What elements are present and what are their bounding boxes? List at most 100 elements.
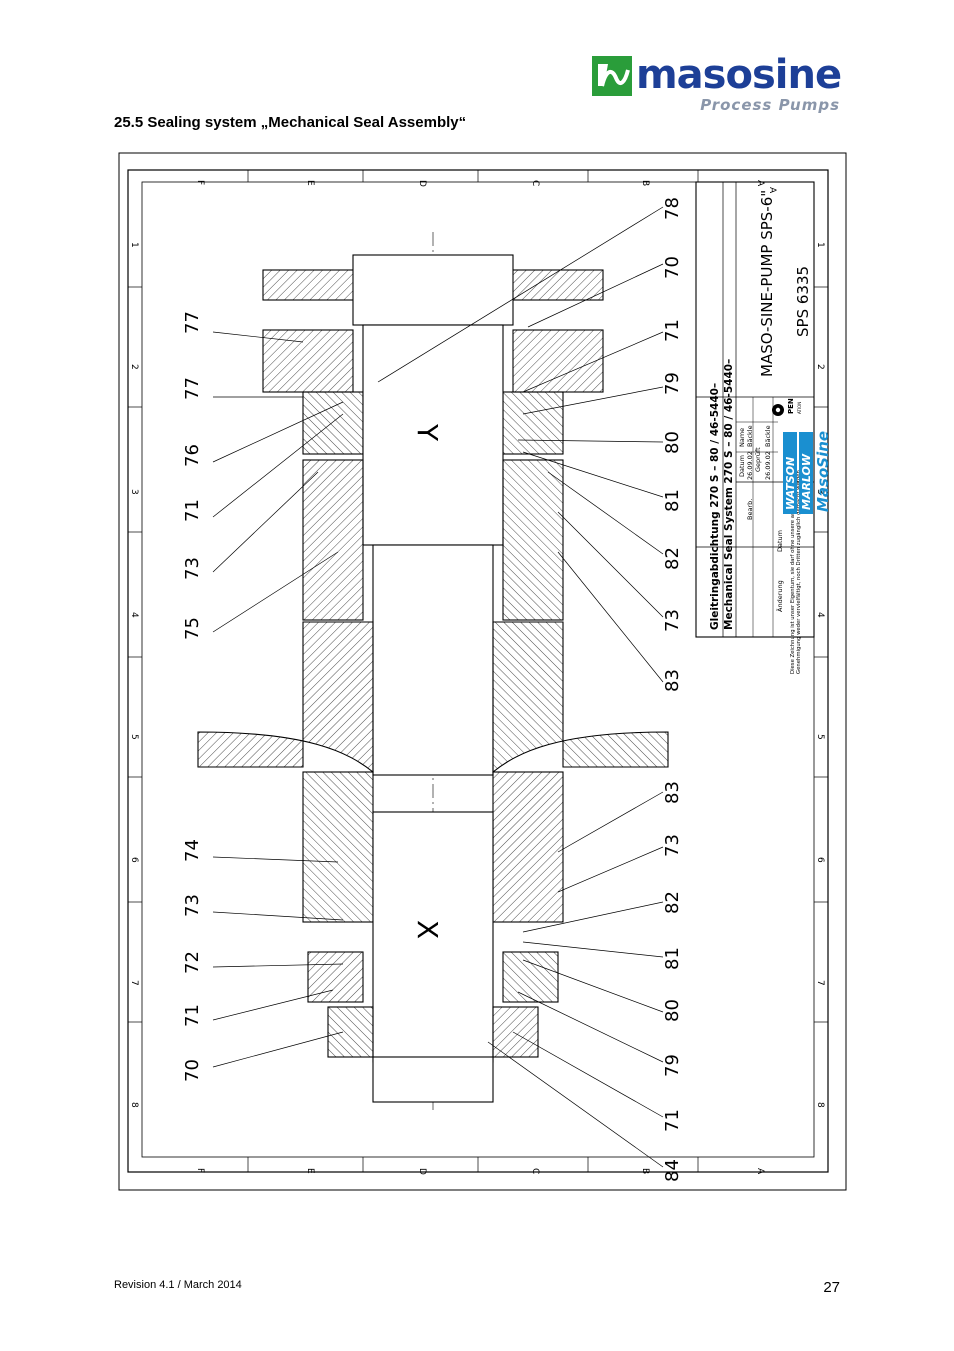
rotor-blades xyxy=(197,621,669,774)
title-de: Gleitringabdichtung 270 S – 80 / 46-5440… xyxy=(709,383,721,630)
bearb-date: 26.09.02 xyxy=(746,451,754,480)
section-x-label: X xyxy=(411,920,444,939)
part-number: 70 xyxy=(662,256,683,279)
name-label: Name xyxy=(738,428,746,447)
zone-number: 2 xyxy=(815,364,825,370)
masosine-logo: masosine Process Pumps xyxy=(592,52,842,118)
part-number: 73 xyxy=(662,834,683,857)
zone-letter: A xyxy=(755,180,765,187)
gepruft-name: Bäckle xyxy=(764,425,772,447)
part-number: 74 xyxy=(182,839,203,862)
zone-numbers-right: 1 2 3 4 5 6 7 8 xyxy=(815,242,825,1108)
brand-watson: WATSON xyxy=(784,457,797,510)
zone-number: 3 xyxy=(129,489,139,495)
part-number: 80 xyxy=(662,999,683,1022)
part-number: 81 xyxy=(662,489,683,512)
part-number: 83 xyxy=(662,781,683,804)
title-block: Gleitringabdichtung 270 S – 80 / 46-5440… xyxy=(695,181,832,674)
brand-marlow: MARLOW xyxy=(800,453,813,510)
zone-letter: D xyxy=(417,180,427,187)
part-number: 79 xyxy=(662,1054,683,1077)
pen-mark-subtext: ATION xyxy=(797,402,802,414)
part-number: 84 xyxy=(662,1159,683,1182)
product-name: MASO-SINE-PUMP SPS-6" xyxy=(758,190,776,377)
right-body-upper xyxy=(502,459,564,621)
part-number: 79 xyxy=(662,372,683,395)
part-number: 77 xyxy=(182,377,203,400)
shaft-core xyxy=(372,544,494,776)
pen-mark-text: PEN xyxy=(787,398,795,414)
zone-number: 1 xyxy=(129,242,139,248)
leader-lines xyxy=(212,206,664,1168)
anderung-label: Änderung xyxy=(775,580,784,612)
datum-label: Datum xyxy=(738,455,746,477)
part-number: 70 xyxy=(182,1059,203,1082)
zone-number: 4 xyxy=(129,612,139,618)
zone-number: 7 xyxy=(815,980,825,986)
part-number: 81 xyxy=(662,947,683,970)
part-number: 80 xyxy=(662,431,683,454)
masosine-logo-icon xyxy=(592,56,632,96)
outer-frame xyxy=(118,152,847,1191)
zone-number: 6 xyxy=(815,857,825,863)
gepruft-date: 26.09.02 xyxy=(764,451,772,480)
part-number: 83 xyxy=(662,669,683,692)
zone-letter: C xyxy=(530,1168,540,1174)
part-number: 71 xyxy=(182,1004,203,1027)
zone-letter: C xyxy=(530,180,540,186)
zone-letters-bottom: F E D C B A xyxy=(195,1168,765,1175)
watson-marlow-masosine-mark: WATSON MARLOW MasoSine xyxy=(783,431,832,514)
zone-number: 5 xyxy=(815,734,825,740)
part-number: 73 xyxy=(182,557,203,580)
pen-mark: PEN ATION xyxy=(772,398,802,416)
revision-letter: A xyxy=(767,187,777,194)
section-y-label: Y xyxy=(411,423,444,442)
zone-number: 5 xyxy=(129,734,139,740)
zone-numbers-left: 1 2 3 4 5 6 7 8 xyxy=(129,242,139,1108)
bearb-name: Bäckle xyxy=(746,425,754,447)
left-body-lower xyxy=(302,771,374,923)
part-number: 78 xyxy=(662,197,683,220)
left-body-upper xyxy=(302,459,364,621)
part-number: 82 xyxy=(662,547,683,570)
zone-letters-top: F E D C B A xyxy=(195,180,765,187)
zone-letter: B xyxy=(640,1168,650,1174)
right-lower-gland xyxy=(502,951,559,1003)
zone-number: 2 xyxy=(129,364,139,370)
zone-number: 6 xyxy=(129,857,139,863)
part-number: 82 xyxy=(662,891,683,914)
zone-letter: B xyxy=(640,180,650,186)
zone-letter: F xyxy=(195,180,205,185)
zone-letter: F xyxy=(195,1168,205,1173)
page-number: 27 xyxy=(823,1279,840,1296)
section-letters: Y X xyxy=(411,423,444,939)
right-lower-cap xyxy=(492,1006,539,1058)
revision-footer: Revision 4.1 / March 2014 xyxy=(114,1279,242,1291)
part-number: 73 xyxy=(662,609,683,632)
left-seal-housing xyxy=(302,391,364,455)
part-number: 77 xyxy=(182,311,203,334)
lower-assembly xyxy=(302,771,564,1103)
logo-tagline: Process Pumps xyxy=(700,96,840,114)
zone-number: 1 xyxy=(815,242,825,248)
zone-number: 8 xyxy=(815,1102,825,1108)
shaft-bottom xyxy=(372,1056,494,1103)
zone-number: 7 xyxy=(129,980,139,986)
part-number: 71 xyxy=(662,319,683,342)
logo-wordmark: masosine xyxy=(636,52,842,98)
zone-number: 3 xyxy=(815,489,825,495)
right-body-lower xyxy=(492,771,564,923)
part-numbers-left: 77 77 76 71 73 75 74 73 72 71 70 xyxy=(182,311,203,1082)
right-seal-housing xyxy=(502,391,564,455)
right-gland xyxy=(512,329,604,393)
datum2-label: Datum xyxy=(776,530,784,552)
zone-letter: E xyxy=(305,1168,315,1174)
part-number: 72 xyxy=(182,951,203,974)
shaft-top xyxy=(352,254,514,326)
drawing-number: SPS 6335 xyxy=(794,266,812,337)
part-number: 71 xyxy=(182,499,203,522)
left-gland xyxy=(262,329,354,393)
shaft-y xyxy=(362,324,504,546)
part-number: 76 xyxy=(182,444,203,467)
gepruft-label: Geprüft xyxy=(754,447,762,472)
